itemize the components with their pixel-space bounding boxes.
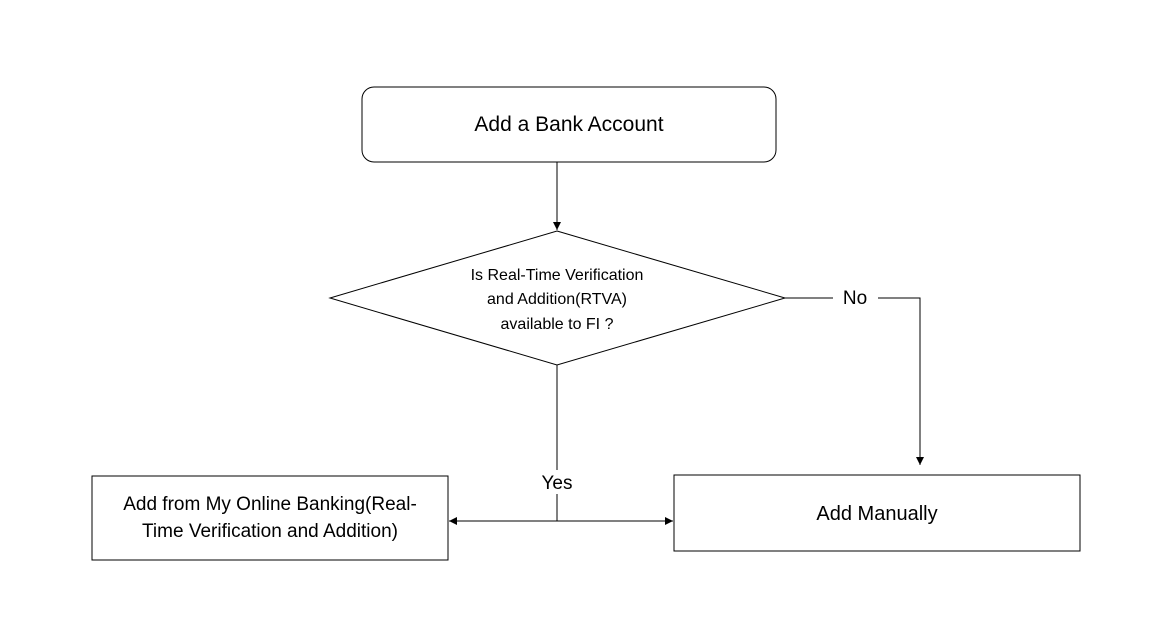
edge-no-label: No bbox=[843, 288, 867, 309]
decision-line-2: and Addition(RTVA) bbox=[487, 291, 627, 308]
edge-yes-label-bg bbox=[537, 470, 577, 494]
decision-node: Is Real-Time Verification and Addition(R… bbox=[328, 230, 787, 366]
yes-node-box bbox=[91, 475, 449, 561]
decision-line-3: available to FI ? bbox=[501, 316, 614, 333]
yes-node: Add from My Online Banking(Real- Time Ve… bbox=[91, 475, 449, 561]
edge-no-segment-2 bbox=[878, 297, 924, 465]
no-node-label: Add Manually bbox=[816, 503, 937, 525]
start-node: Add a Bank Account bbox=[361, 86, 777, 163]
edge-yes-label: Yes bbox=[542, 473, 573, 494]
no-node-box bbox=[673, 474, 1081, 552]
no-node: Add Manually bbox=[673, 474, 1081, 552]
start-node-label: Add a Bank Account bbox=[474, 113, 663, 136]
edge-no: No bbox=[785, 288, 924, 465]
edge-yes: Yes bbox=[449, 365, 673, 525]
yes-node-line-2: Time Verification and Addition) bbox=[142, 521, 398, 542]
yes-node-line-1: Add from My Online Banking(Real- bbox=[123, 494, 417, 515]
decision-line-1: Is Real-Time Verification bbox=[471, 267, 644, 284]
start-node-box bbox=[361, 86, 777, 163]
